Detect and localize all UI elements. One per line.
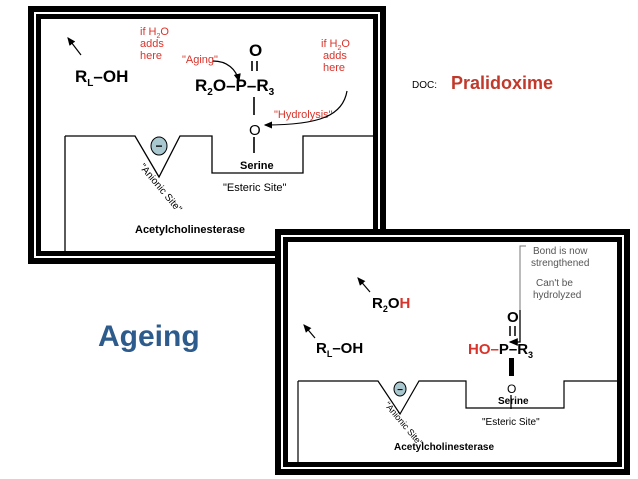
doc-drug-name: Pralidoxime <box>451 73 554 93</box>
esteric-site-label: "Esteric Site" <box>223 182 287 194</box>
leaving-rloh: RL–OH <box>316 340 363 359</box>
ageing-title: Ageing <box>98 320 200 353</box>
anionic-charge <box>150 136 168 156</box>
note-right: if H2O adds here <box>321 38 353 74</box>
hydrolysis-arrow <box>263 90 348 129</box>
aging-diagram: RL–OH if H2O adds here "Aging" if H2O ad… <box>64 26 373 251</box>
alcohol-r: R <box>75 67 87 86</box>
enzyme-surface <box>65 135 373 179</box>
anionic-site-label: "Anionic Site" <box>137 162 184 215</box>
serine-label: Serine <box>240 160 274 172</box>
serine-oxygen-aged: O <box>507 382 516 396</box>
note-bond-strengthened: Bond is now strengthened <box>531 246 590 269</box>
aged-phosphate: HO–P–R3 <box>468 341 533 360</box>
aged-enzyme-panel: Bond is now strengthened Can't be hydrol… <box>275 229 630 475</box>
aging-arrow <box>212 60 241 83</box>
phosphate-group: R2O–P–R3 <box>195 76 275 98</box>
aging-label: "Aging" <box>182 54 218 66</box>
enzyme-label: Acetylcholinesterase <box>135 224 245 236</box>
svg-text:RL–OH: RL–OH <box>75 67 128 89</box>
esteric-site-label-aged: "Esteric Site" <box>482 417 540 428</box>
bond-arrow <box>508 310 521 346</box>
anionic-charge-aged <box>393 381 407 397</box>
note-left: if H2O adds here <box>140 26 172 62</box>
aged-enzyme-diagram: Bond is now strengthened Can't be hydrol… <box>297 245 617 462</box>
note-not-hydrolyzed: Can't be hydrolyzed <box>533 278 581 301</box>
strengthened-bond <box>509 358 514 376</box>
svg-text:−: − <box>397 385 403 396</box>
leaving-r2oh: R2OH <box>372 295 410 314</box>
enzyme-label-aged: Acetylcholinesterase <box>394 442 494 453</box>
aging-diagram-panel: RL–OH if H2O adds here "Aging" if H2O ad… <box>28 6 386 264</box>
enzyme-surface-aged <box>298 380 617 416</box>
phosphoryl-oxygen-aged: O <box>507 309 519 326</box>
leaving-arrow <box>67 37 82 56</box>
doc-label: DOC: <box>412 80 437 91</box>
serine-oxygen: O <box>249 122 261 139</box>
minus-sign: − <box>155 139 162 153</box>
hydrolysis-label: "Hydrolysis" <box>274 109 333 121</box>
phosphoryl-oxygen: O <box>249 41 262 60</box>
serine-label-aged: Serine <box>498 396 529 407</box>
